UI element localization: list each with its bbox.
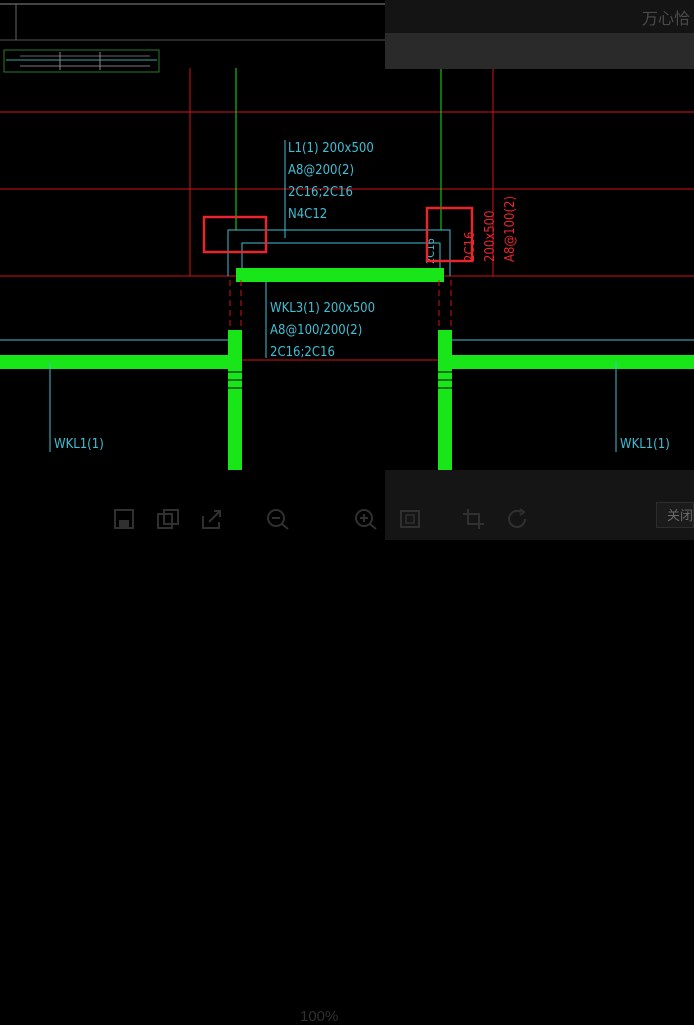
highlight-box-left: [202, 215, 268, 254]
beam-wkl3-rebar: 2C16;2C16: [270, 345, 335, 360]
viewer-title: 万心恰: [641, 11, 690, 28]
fit-window-icon[interactable]: [398, 508, 422, 530]
viewer-title-bar: 万心恰: [385, 0, 694, 33]
beam-wkl3-name: WKL3(1) 200x500: [270, 301, 375, 316]
column-ties: [228, 371, 452, 389]
close-button[interactable]: 关闭: [656, 502, 694, 528]
beam-l1-stirrup: A8@200(2): [288, 163, 354, 178]
viewer-footer: 关闭: [385, 470, 694, 540]
rotate-icon[interactable]: [506, 508, 530, 530]
minimap-thumbnail[interactable]: [3, 49, 160, 73]
leader-lines: [49, 140, 617, 452]
beam-l1-side-rebar: N4C12: [288, 207, 327, 222]
beam-wkl1-right-label: WKL1(1): [620, 437, 670, 452]
crop-icon[interactable]: [462, 508, 486, 530]
zoom-level: 100%: [300, 1008, 339, 1025]
grid-lines: [0, 68, 694, 361]
bottom-toolbar: 100%: [0, 500, 560, 1025]
copy-icon[interactable]: [156, 508, 180, 530]
vertical-label-rebar: 2C16: [463, 232, 478, 263]
column-dashes: [229, 280, 452, 330]
highlight-box-right: [425, 206, 474, 263]
beam-l1-rebar: 2C16;2C16: [288, 185, 353, 200]
column-right[interactable]: [438, 330, 452, 470]
beam-wkl3-stirrup: A8@100/200(2): [270, 323, 362, 338]
zoom-out-icon[interactable]: [266, 508, 290, 530]
save-icon[interactable]: [112, 508, 136, 530]
beam-wkl3[interactable]: [236, 268, 444, 282]
viewer-header-band: [385, 33, 694, 69]
column-left[interactable]: [228, 330, 242, 470]
beam-wkl1-left[interactable]: [0, 355, 228, 369]
beam-wkl1-left-label: WKL1(1): [54, 437, 104, 452]
share-icon[interactable]: [200, 508, 224, 530]
cad-drawing-canvas[interactable]: L1(1) 200x500 A8@200(2) 2C16;2C16 N4C12 …: [0, 0, 694, 540]
beam-l1-name: L1(1) 200x500: [288, 141, 374, 156]
vertical-label-size: 200x500: [483, 210, 498, 262]
beam-wkl1-right[interactable]: [452, 355, 694, 369]
vertical-label-stirrup: A8@100(2): [503, 196, 518, 262]
zoom-in-icon[interactable]: [354, 508, 378, 530]
